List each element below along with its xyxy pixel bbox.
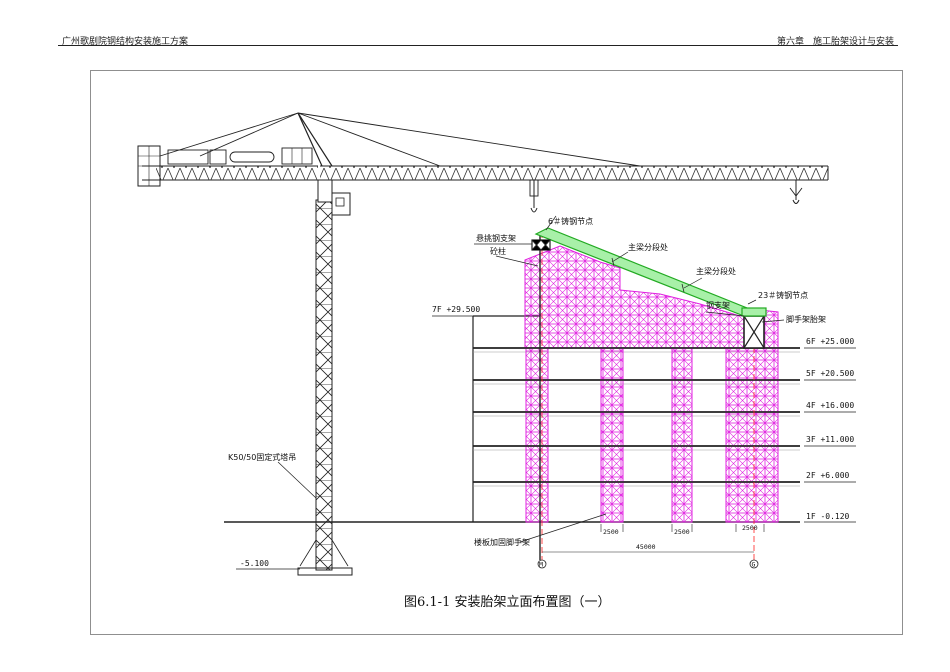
figure-frame <box>90 70 903 635</box>
crane-jib <box>320 166 828 180</box>
tower-crane <box>137 112 829 576</box>
level-2f: 2F +6.000 <box>806 471 850 480</box>
crane-base <box>297 567 353 576</box>
callout-concrete-column: 砼柱 <box>490 246 506 256</box>
scaffold-tower-4 <box>725 347 779 523</box>
level-5f: 5F +20.500 <box>806 369 854 378</box>
dim-tower-2: 2500 <box>603 528 619 536</box>
callout-node-23: 23＃铸钢节点 <box>758 290 808 300</box>
level-4f: 4F +16.000 <box>806 401 854 410</box>
axis-m-marker <box>537 559 547 569</box>
dim-span: 45000 <box>636 543 656 551</box>
callout-beam-joint-2: 主梁分段处 <box>696 266 736 276</box>
scaffold-tower-3 <box>671 347 693 523</box>
level-1f: 1F -0.120 <box>806 512 850 521</box>
axis-g-label: G <box>752 561 756 569</box>
dim-tower-3: 2500 <box>674 528 690 536</box>
figure-caption: 图6.1-1 安装胎架立面布置图（一） <box>404 595 610 610</box>
callout-scaffold-frame: 脚手架胎架 <box>786 314 826 324</box>
scaffold-tower-1 <box>525 347 549 523</box>
callout-floor-scaffold: 楼板加固脚手架 <box>474 537 530 547</box>
level-7f: 7F +29.500 <box>432 305 480 314</box>
crane-cab <box>331 192 351 216</box>
header-divider <box>58 45 898 46</box>
crane-base-level: -5.100 <box>240 559 269 568</box>
level-6f: 6F +25.000 <box>806 337 854 346</box>
hook-icon <box>530 207 538 213</box>
crane-counter-jib <box>156 166 318 180</box>
scaffold-frames <box>524 245 779 523</box>
callout-node-6: 6＃铸钢节点 <box>548 216 593 226</box>
scaffold-tower-2 <box>600 347 624 523</box>
axis-m-label: M <box>539 561 543 569</box>
callout-crane-label: K50/50固定式塔吊 <box>228 452 296 462</box>
callout-steel-support: 钢支架 <box>706 300 730 310</box>
dim-tower-4: 2500 <box>742 524 758 532</box>
header-chapter-title: 第六章 施工胎架设计与安装 <box>776 37 894 47</box>
level-3f: 3F +11.000 <box>806 435 854 444</box>
header-document-title: 广州歌剧院钢结构安装施工方案 <box>62 37 189 47</box>
cast-node-23 <box>741 307 767 317</box>
callout-cantilever-support: 悬挑钢支架 <box>476 233 516 243</box>
crane-mast <box>315 199 333 571</box>
callout-beam-joint-1: 主梁分段处 <box>628 242 668 252</box>
axis-g-marker <box>749 559 759 569</box>
scaffold-upper <box>524 245 779 349</box>
